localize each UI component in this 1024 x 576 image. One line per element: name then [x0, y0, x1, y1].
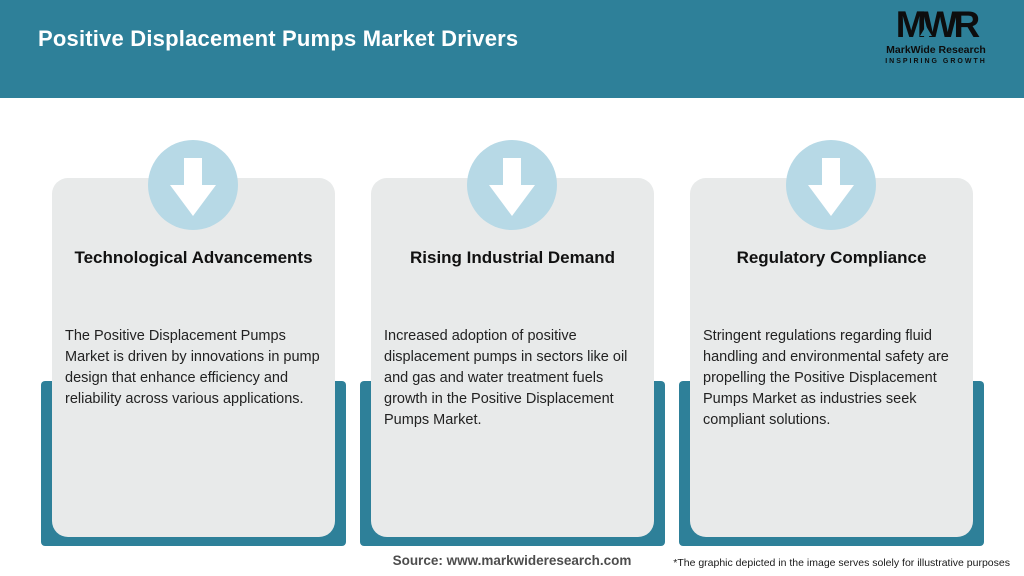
- header-bar: Positive Displacement Pumps Market Drive…: [0, 0, 1024, 98]
- card-title: Technological Advancements: [74, 248, 313, 267]
- card-body-text: The Positive Displacement Pumps Market i…: [65, 328, 320, 408]
- driver-card-regulatory-compliance: Regulatory Compliance Stringent regulati…: [679, 140, 984, 546]
- page-title: Positive Displacement Pumps Market Drive…: [38, 26, 519, 51]
- arrow-down-icon: [489, 158, 535, 216]
- arrow-down-icon: [808, 158, 854, 216]
- card-panel: Technological Advancements The Positive …: [52, 178, 335, 537]
- mwr-logo: MWR MarkWide Research INSPIRING GROWTH: [876, 6, 996, 65]
- card-panel: Regulatory Compliance Stringent regulati…: [690, 178, 973, 537]
- logo-accent-triangle-icon: [920, 26, 932, 36]
- logo-monogram: MWR: [895, 4, 980, 45]
- logo-name: MarkWide Research: [886, 44, 986, 56]
- icon-circle: [786, 140, 876, 230]
- icon-circle: [148, 140, 238, 230]
- logo-tagline: INSPIRING GROWTH: [885, 57, 987, 65]
- driver-card-rising-industrial-demand: Rising Industrial Demand Increased adopt…: [360, 140, 665, 546]
- card-body-text: Stringent regulations regarding fluid ha…: [703, 328, 949, 429]
- card-body-text: Increased adoption of positive displacem…: [384, 328, 628, 429]
- source-text: Source: www.markwideresearch.com: [392, 553, 632, 568]
- icon-circle: [467, 140, 557, 230]
- driver-card-technological-advancements: Technological Advancements The Positive …: [41, 140, 346, 546]
- card-panel: Rising Industrial Demand Increased adopt…: [371, 178, 654, 537]
- arrow-down-icon: [170, 158, 216, 216]
- disclaimer-text: *The graphic depicted in the image serve…: [673, 557, 1010, 569]
- card-title: Rising Industrial Demand: [410, 248, 615, 267]
- card-title: Regulatory Compliance: [736, 248, 927, 267]
